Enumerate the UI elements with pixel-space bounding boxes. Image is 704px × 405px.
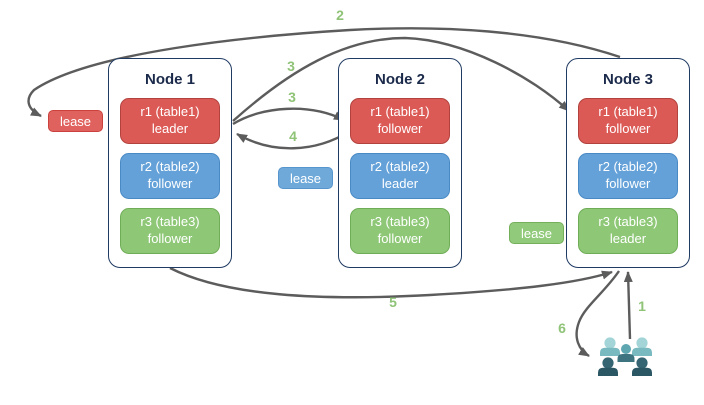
lease-badge-blue: lease bbox=[278, 167, 333, 189]
node-2: Node 2 r1 (table1) follower r2 (table2) … bbox=[338, 58, 462, 268]
replica-role: leader bbox=[151, 121, 189, 136]
step-label-1: 1 bbox=[638, 298, 646, 314]
node-1: Node 1 r1 (table1) leader r2 (table2) fo… bbox=[108, 58, 232, 268]
replica-label: r1 (table1) bbox=[140, 104, 200, 120]
node-2-replica-r1: r1 (table1) follower bbox=[350, 98, 450, 144]
node-2-title: Node 2 bbox=[374, 71, 425, 88]
node-3-replica-r3: r3 (table3) leader bbox=[578, 208, 678, 254]
node-2-replica-r2: r2 (table2) leader bbox=[350, 153, 450, 199]
node-3-replica-r2: r2 (table2) follower bbox=[578, 153, 678, 199]
lease-badge-green: lease bbox=[509, 222, 564, 244]
replica-label: r2 (table2) bbox=[370, 159, 430, 175]
step-label-6: 6 bbox=[558, 320, 566, 336]
replica-role: leader bbox=[381, 176, 419, 191]
step-label-4: 4 bbox=[289, 128, 297, 144]
lease-badge-red: lease bbox=[48, 110, 103, 132]
replica-label: r2 (table2) bbox=[598, 159, 658, 175]
node-2-replica-r3: r3 (table3) follower bbox=[350, 208, 450, 254]
node-1-replica-r2: r2 (table2) follower bbox=[120, 153, 220, 199]
replica-label: r3 (table3) bbox=[370, 214, 430, 230]
replica-role: follower bbox=[147, 231, 193, 246]
arrow-step-1 bbox=[623, 271, 633, 340]
replica-role: follower bbox=[377, 121, 423, 136]
node-1-replica-r3: r3 (table3) follower bbox=[120, 208, 220, 254]
node-3-title: Node 3 bbox=[602, 71, 653, 88]
arrow-step-5 bbox=[169, 266, 613, 299]
step-label-2: 2 bbox=[336, 7, 344, 23]
replica-role: follower bbox=[605, 121, 651, 136]
replica-label: r2 (table2) bbox=[140, 159, 200, 175]
node-3-replica-r1: r1 (table1) follower bbox=[578, 98, 678, 144]
replica-label: r1 (table1) bbox=[370, 104, 430, 120]
arrow-step-3-to-node2 bbox=[232, 107, 345, 126]
replica-role: follower bbox=[377, 231, 423, 246]
step-label-3-lower: 3 bbox=[288, 89, 296, 105]
step-label-3-upper: 3 bbox=[287, 58, 295, 74]
replica-role: follower bbox=[605, 176, 651, 191]
node-3: Node 3 r1 (table1) follower r2 (table2) … bbox=[566, 58, 690, 268]
replica-label: r3 (table3) bbox=[140, 214, 200, 230]
node-1-replica-r1: r1 (table1) leader bbox=[120, 98, 220, 144]
replica-role: leader bbox=[609, 231, 647, 246]
replica-role: follower bbox=[147, 176, 193, 191]
node-1-title: Node 1 bbox=[144, 71, 195, 88]
users-group-icon bbox=[598, 337, 652, 376]
replica-label: r1 (table1) bbox=[598, 104, 658, 120]
step-label-5: 5 bbox=[389, 294, 397, 310]
replica-label: r3 (table3) bbox=[598, 214, 658, 230]
